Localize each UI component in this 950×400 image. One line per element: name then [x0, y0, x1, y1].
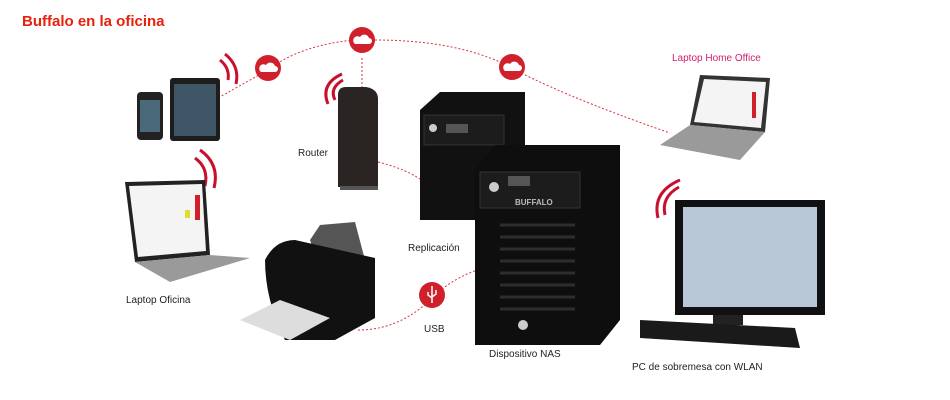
laptop-office [125, 180, 250, 282]
laptop-home-office-label: Laptop Home Office [672, 53, 761, 64]
wifi-icon [219, 52, 239, 85]
nas-device: BUFFALO [475, 145, 620, 345]
usb-label: USB [424, 324, 445, 335]
wifi-icon [324, 72, 344, 105]
desktop-pc [640, 200, 825, 348]
link-cloud-laptop-home [374, 39, 671, 134]
laptop-office-label: Laptop Oficina [126, 295, 191, 306]
nas-label: Dispositivo NAS [489, 349, 561, 360]
usb-icon [419, 282, 445, 308]
laptop-home-office [660, 75, 770, 160]
wifi-icon [655, 178, 681, 219]
diagram-title: Buffalo en la oficina [22, 13, 165, 30]
brand-logo: BUFFALO [515, 198, 553, 207]
link-router-nas [377, 161, 426, 184]
tablet [170, 78, 220, 141]
cloud-icon [349, 27, 375, 53]
wifi-icon [194, 148, 217, 189]
router [338, 87, 378, 190]
router-label: Router [298, 148, 329, 159]
pc-label: PC de sobremesa con WLAN [632, 362, 763, 373]
cloud-icon [499, 54, 525, 80]
cloud-icon [255, 55, 281, 81]
replication-label: Replicación [408, 243, 460, 254]
printer [240, 222, 375, 340]
smartphone [137, 92, 163, 140]
